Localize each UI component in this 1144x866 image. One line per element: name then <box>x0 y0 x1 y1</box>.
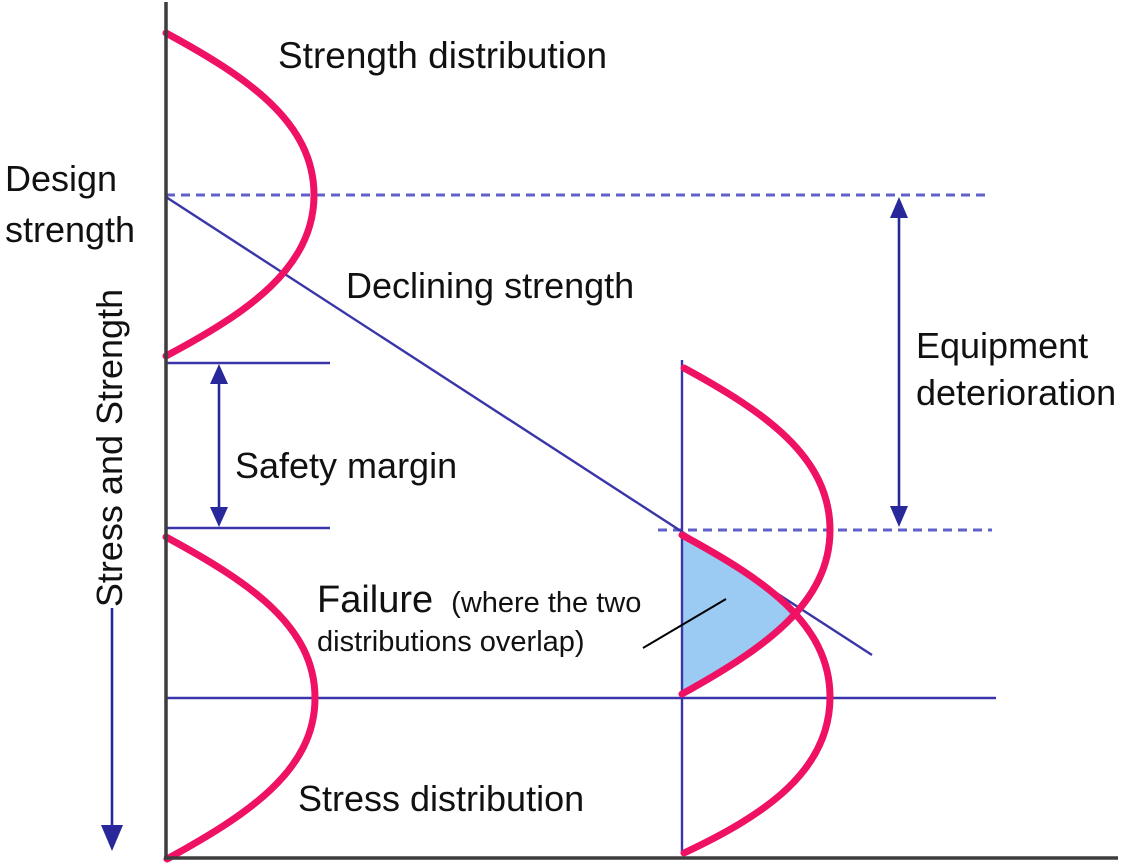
design-strength-label: Design strength <box>5 153 135 255</box>
design-strength-line2: strength <box>5 209 136 251</box>
equipment-deterioration-line1: Equipment <box>916 325 1089 366</box>
failure-note-line1: (where the two <box>451 587 642 619</box>
failure-leader-line <box>642 598 727 649</box>
strength-distribution-label: Strength distribution <box>278 35 608 76</box>
equipment-deterioration-arrow <box>890 197 908 527</box>
stress-distribution-curve <box>162 533 319 863</box>
safety-margin-arrow <box>210 364 228 527</box>
equipment-deterioration-line2: deterioration <box>916 372 1117 414</box>
failure-label: Failure (where the two distributions ove… <box>317 581 641 657</box>
later-stress-curve <box>678 531 834 857</box>
stress-distribution-label: Stress distribution <box>298 778 585 819</box>
y-axis-label: Stress and Strength <box>89 288 130 608</box>
failure-note-line2: distributions overlap) <box>317 626 585 658</box>
failure-title: Failure <box>317 579 434 621</box>
safety-margin-label: Safety margin <box>235 445 458 486</box>
axis-direction-arrow <box>101 608 123 851</box>
failure-overlap-region <box>682 535 794 694</box>
deteriorated-strength-curve <box>678 364 834 698</box>
declining-strength-label: Declining strength <box>346 265 635 306</box>
design-strength-line1: Design <box>5 158 118 199</box>
strength-distribution-curve <box>162 29 318 360</box>
equipment-deterioration-label: Equipment deterioration <box>916 322 1116 416</box>
